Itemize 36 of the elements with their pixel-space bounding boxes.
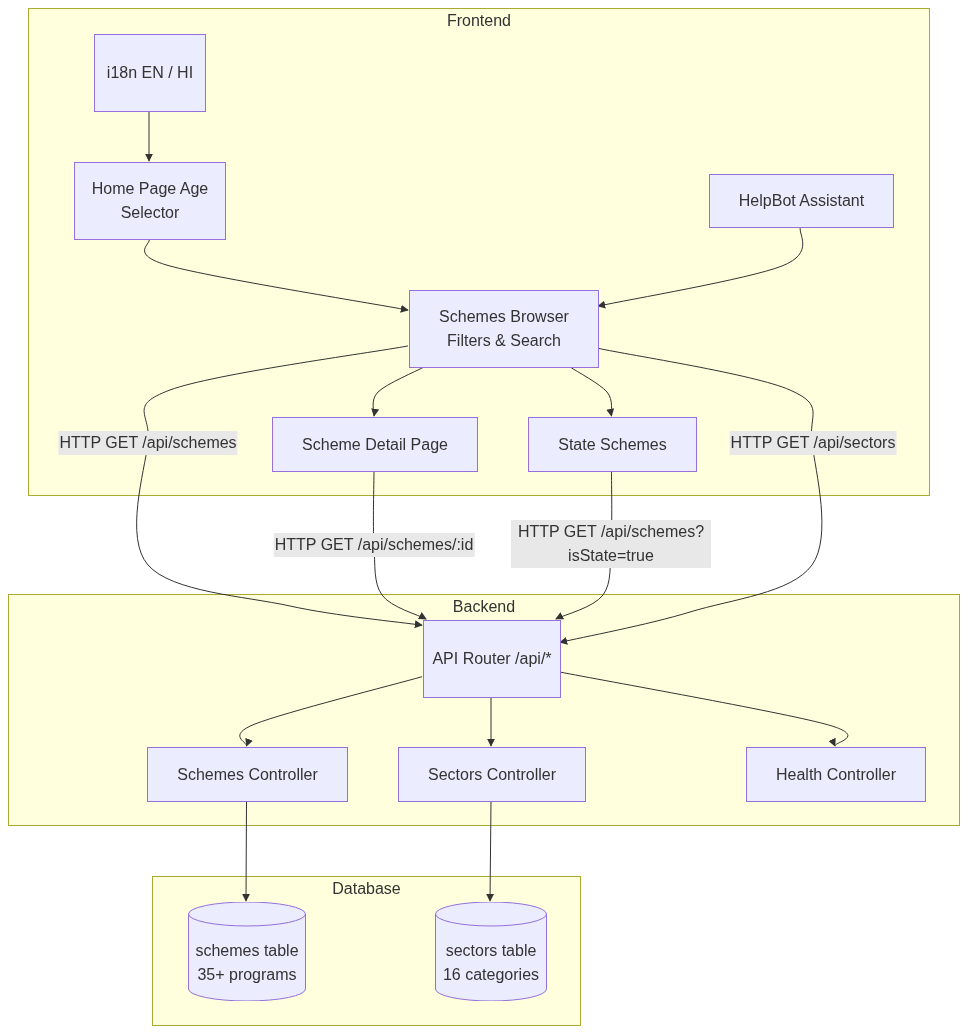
process-box: API Router /api/* bbox=[423, 620, 561, 698]
process-box: Schemes Controller bbox=[147, 747, 348, 802]
edge-label: HTTP GET /api/sectors bbox=[729, 431, 897, 455]
process-box: Home Page Age Selector bbox=[74, 162, 226, 240]
table-label: sectors table 16 categories bbox=[441, 940, 541, 985]
arrow bbox=[144, 238, 409, 313]
process-box: Scheme Detail Page bbox=[272, 417, 478, 472]
group-container bbox=[8, 594, 960, 826]
arrow bbox=[559, 671, 849, 747]
process-box: HelpBot Assistant bbox=[709, 174, 894, 228]
table-label: schemes table 35+ programs bbox=[194, 940, 300, 985]
arrow bbox=[145, 110, 153, 162]
process-box: Sectors Controller bbox=[398, 747, 586, 802]
arrow bbox=[239, 676, 423, 747]
process-box: Health Controller bbox=[746, 747, 926, 802]
edge-label: HTTP GET /api/schemes? isState=true bbox=[511, 520, 711, 568]
process-box: State Schemes bbox=[528, 417, 697, 472]
process-box: Schemes Browser Filters & Search bbox=[409, 290, 599, 368]
database-cylinder bbox=[435, 902, 547, 1001]
arrow bbox=[486, 800, 495, 902]
arrow bbox=[136, 345, 423, 629]
group-title: Backend bbox=[452, 598, 516, 615]
edge-label: HTTP GET /api/schemes/:id bbox=[273, 533, 475, 557]
group-title: Frontend bbox=[446, 12, 511, 29]
arrow bbox=[597, 226, 804, 309]
group-container bbox=[152, 876, 581, 1026]
arrow bbox=[559, 347, 823, 645]
arrow bbox=[487, 696, 495, 747]
group-title: Database bbox=[332, 880, 401, 897]
edge-label: HTTP GET /api/schemes bbox=[58, 431, 238, 455]
group-container bbox=[28, 8, 930, 496]
arrow bbox=[370, 366, 425, 417]
arrow bbox=[242, 800, 251, 902]
process-box: i18n EN / HI bbox=[94, 34, 206, 112]
arrow bbox=[569, 366, 615, 417]
database-cylinder bbox=[188, 902, 306, 1001]
